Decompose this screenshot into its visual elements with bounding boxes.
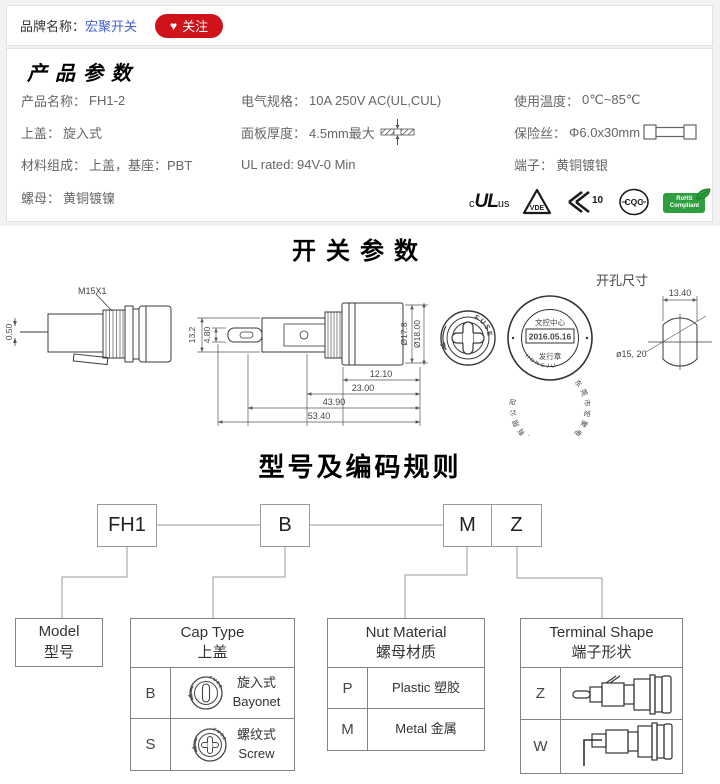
cert-cqc-icon: CQC <box>619 188 650 216</box>
dim-hole-width: 13.40 <box>669 288 692 298</box>
bayonet-cap-icon: FUSE <box>187 675 223 710</box>
product-params-card: 产品参数 产品名称：FH1-2 电气规格：10A 250V AC(UL,CUL)… <box>6 48 713 222</box>
dim-050: 0.50 <box>4 323 14 340</box>
dim-d178: Ø17.8 <box>399 322 409 345</box>
coding-rules-heading: 型号及编码规则 <box>258 452 462 482</box>
company-stamp <box>507 295 593 381</box>
code-box-cap: B <box>260 504 310 547</box>
cap-type-row-s-label: 螺纹式 Screw <box>236 726 276 761</box>
heart-icon: ♥ <box>170 18 178 33</box>
stamp-line2: 发行章 <box>539 351 562 361</box>
param-electrical-spec: 电气规格：10A 250V AC(UL,CUL) <box>241 92 442 109</box>
brand-name-link[interactable]: 宏聚开关 <box>85 19 138 34</box>
param-product-name: 产品名称：FH1-2 <box>21 92 126 109</box>
drawing-cap-front-view <box>439 310 496 366</box>
follow-button-label: 关注 <box>182 19 209 34</box>
terminal-shape-table: Terminal Shape 端子形状 Z <box>520 618 683 774</box>
stamp-ring-text: 东莞市宏聚电子五金制品有限公司 <box>509 378 593 436</box>
code-box-terminal: Z <box>491 504 542 547</box>
leaf-icon <box>696 188 712 200</box>
nut-material-row-p: P Plastic 塑胶 <box>328 668 484 709</box>
stamp-line1: 文控中心 <box>535 317 565 327</box>
nut-material-table: Nut Material 螺母材质 P Plastic 塑胶 M Metal 金… <box>327 618 485 751</box>
switch-params-heading: 开关参数 <box>292 238 428 265</box>
stamp-date: 2016.05.16 <box>529 332 572 342</box>
dim-1210: 12.10 <box>370 369 393 379</box>
cert-vde-icon: VDE <box>523 188 552 215</box>
cap-type-row-b: B FUSE 旋入式 Bayonet <box>131 668 294 719</box>
dim-d1800: Ø18.00 <box>412 320 422 348</box>
cap-type-table: Cap Type 上盖 B FUSE <box>130 618 295 771</box>
brand-bar: 品牌名称： 宏聚开关 ♥ 关注 <box>6 5 713 46</box>
param-temperature: 使用温度：0℃~85℃ <box>514 92 641 109</box>
param-fuse: 保险丝：Φ6.0x30mm <box>514 124 697 141</box>
param-cap: 上盖：旋入式 <box>21 125 103 141</box>
cert-enec10-icon: 10 <box>568 190 604 214</box>
drawing-middle-view <box>197 302 428 426</box>
technical-drawing: M15X1 0.50 <box>4 273 712 436</box>
dim-5340: 53.40 <box>308 411 331 421</box>
cert-culus-icon: cULus <box>469 191 510 212</box>
cert-rohs-icon: RoHS Compliant <box>663 188 712 215</box>
param-ul-rated: UL rated:94V-0 Min <box>241 156 356 172</box>
code-box-nut: M <box>443 504 492 547</box>
terminal-shape-header: Terminal Shape 端子形状 <box>521 619 682 668</box>
param-terminal: 端子：黄铜镀银 <box>514 157 609 173</box>
dim-thread: M15X1 <box>78 286 107 296</box>
hole-title: 开孔尺寸 <box>596 273 648 288</box>
terminal-shape-row-z: Z <box>521 668 682 720</box>
fuse-icon <box>643 124 697 140</box>
screw-cap-icon: FUSE <box>191 726 227 762</box>
params-section-title: 产品参数 <box>27 61 139 85</box>
dim-4390: 43.90 <box>323 397 346 407</box>
dim-132: 13.2 <box>187 326 197 343</box>
dim-480: 4.80 <box>202 326 212 343</box>
svg-text:10: 10 <box>592 195 604 206</box>
cap-type-row-s: S FUSE 螺纹式 <box>131 719 294 770</box>
diagram-connector-lines <box>61 524 603 618</box>
panel-thickness-icon <box>380 119 415 145</box>
param-nut: 螺母：黄铜镀镍 <box>21 190 116 206</box>
param-material: 材料组成：上盖，基座：PBT <box>21 157 193 173</box>
svg-text:VDE: VDE <box>530 205 545 212</box>
nut-material-header: Nut Material 螺母材质 <box>328 619 484 668</box>
svg-text:CQC: CQC <box>625 197 644 207</box>
follow-button[interactable]: ♥ 关注 <box>155 13 224 38</box>
terminal-w-drawing <box>582 721 673 766</box>
brand-label: 品牌名称： <box>20 19 86 34</box>
dim-hole-diameter: ø15, 20 <box>616 349 647 359</box>
nut-material-row-m: M Metal 金属 <box>328 709 484 750</box>
drawing-left-view <box>13 293 172 366</box>
code-box-model: FH1 <box>97 504 157 547</box>
certification-marks: cULus VDE 10 CQC RoHS Compliant <box>469 183 714 221</box>
cap-type-header: Cap Type 上盖 <box>131 619 294 668</box>
model-table: Model 型号 <box>15 618 103 667</box>
cap-type-row-b-label: 旋入式 Bayonet <box>232 675 281 709</box>
coding-diagram: FH1 B M Z Model 型号 Cap Type 上盖 B <box>0 490 720 784</box>
terminal-z-drawing <box>571 673 672 715</box>
mounting-hole-view <box>645 296 712 370</box>
dim-2300: 23.00 <box>352 383 375 393</box>
param-panel-thickness: 面板厚度：4.5mm最大 <box>241 119 418 145</box>
terminal-shape-row-w: W <box>521 720 682 773</box>
